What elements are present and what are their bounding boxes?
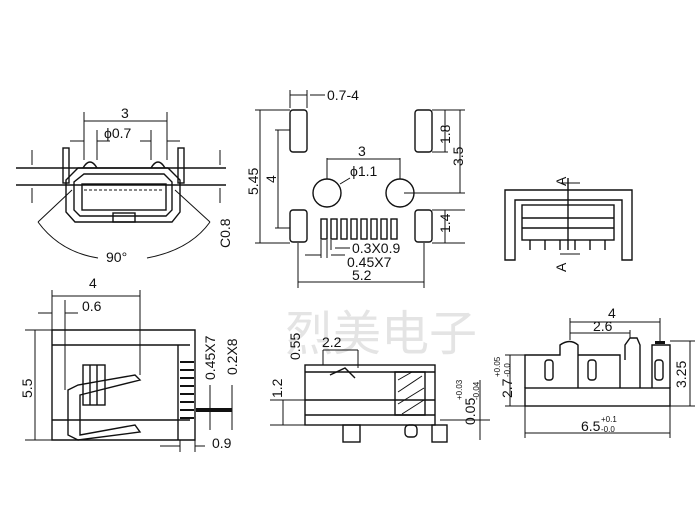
footprint-view: 0.7-4 5.45 4 3 ϕ1.1 1.8 3.5 1.4 0.3X0.9 … xyxy=(245,87,466,288)
front-chamfer-label: C0.8 xyxy=(217,218,233,248)
section-view: A A xyxy=(504,176,633,272)
front-view: 3 ϕ0.7 90° C0.8 xyxy=(16,105,233,265)
front-pin-dia-label: ϕ0.7 xyxy=(104,125,132,141)
side-width-label: 4 xyxy=(89,275,97,291)
side-length-label: 5.5 xyxy=(19,378,35,398)
side-pitch-label: 0.45X7 xyxy=(202,335,218,380)
rear-width-tol-plus: +0.1 xyxy=(601,415,617,424)
rear-height-tol-plus: +0.05 xyxy=(493,356,502,377)
rear-span-label: 4 xyxy=(608,305,616,321)
signal-pads xyxy=(320,218,398,240)
profile-coplanarity-label: 0.05 xyxy=(462,398,478,425)
pad-width-label: 0.7-4 xyxy=(327,87,359,103)
signal-pitch-label: 0.45X7 xyxy=(347,254,392,270)
side-pins xyxy=(180,361,194,419)
section-a-bottom: A xyxy=(553,262,569,272)
side-pin-len-label: 0.9 xyxy=(212,435,232,451)
pad-offset-label: 3.5 xyxy=(450,146,466,166)
rear-height-tol-minus: -0.0 xyxy=(503,363,512,377)
rear-height-label: 2.7 xyxy=(499,378,515,398)
top-pad-label: 1.8 xyxy=(437,124,453,144)
profile-tol-minus: -0.04 xyxy=(472,381,481,400)
profile-view: 0.55 2.2 1.2 0.05 +0.03 -0.04 xyxy=(269,333,490,443)
watermark: 烈美电子 xyxy=(285,306,477,362)
inner-height-label: 4 xyxy=(263,175,279,183)
side-view: 4 0.6 5.5 0.45X7 0.2X8 0.9 xyxy=(19,275,240,452)
rear-view: 4 2.6 2.7 +0.05 -0.0 3.25 6.5 +0.1 -0.0 xyxy=(493,305,695,438)
profile-height-label: 1.2 xyxy=(269,378,285,398)
side-offset-label: 0.6 xyxy=(82,298,102,314)
front-angle-label: 90° xyxy=(106,249,127,265)
profile-step-label: 2.2 xyxy=(322,334,342,350)
rear-width-tol-minus: -0.0 xyxy=(601,425,615,434)
total-width-label: 5.2 xyxy=(352,267,372,283)
section-a-top: A xyxy=(553,176,569,186)
rear-total-height-label: 3.25 xyxy=(673,361,689,388)
rear-width-label: 6.5 xyxy=(581,418,601,434)
hole-dia-label: ϕ1.1 xyxy=(350,163,378,179)
signal-pad-label: 0.3X0.9 xyxy=(352,240,400,256)
hole-pitch-label: 3 xyxy=(358,143,366,159)
profile-top-label: 0.55 xyxy=(287,333,303,360)
bottom-pad-label: 1.4 xyxy=(437,213,453,233)
total-height-label: 5.45 xyxy=(245,168,261,195)
profile-tol-plus: +0.03 xyxy=(455,379,464,400)
front-pitch-label: 3 xyxy=(121,105,129,121)
side-pin-width-label: 0.2X8 xyxy=(224,338,240,375)
rear-inner-label: 2.6 xyxy=(593,318,613,334)
